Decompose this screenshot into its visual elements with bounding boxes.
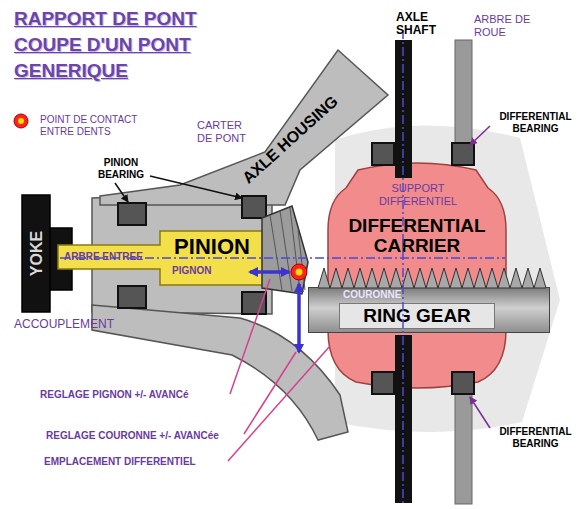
contact-point: [296, 269, 303, 276]
diagram-title: RAPPORT DE PONT COUPE D'UN PONT GENERIQU…: [14, 6, 242, 84]
part-label: AXLE SHAFT: [396, 11, 441, 37]
differential-bearing: [452, 143, 474, 165]
pinion-bearing: [118, 203, 146, 225]
adjustment-note: EMPLACEMENT DIFFERENTIEL: [44, 456, 196, 468]
part-label: YOKE: [27, 195, 46, 312]
pinion-bearing: [242, 196, 266, 218]
pinion-teeth: [262, 206, 308, 294]
ring-gear-teeth: [318, 268, 546, 288]
legend-sample: [18, 118, 24, 124]
leader-line: [230, 279, 270, 394]
part-label: DIFFERENTIAL BEARING: [488, 426, 583, 450]
leader-arrow: [470, 126, 490, 145]
part-label: RING GEAR: [339, 303, 495, 329]
adjustment-arrow: [250, 270, 289, 274]
leader-line: [244, 352, 296, 434]
leader-arrow: [470, 397, 490, 428]
part-label: CARTER DE PONT: [197, 119, 255, 145]
node-outline: [328, 160, 506, 388]
part-label: ARBRE ENTREE: [64, 251, 143, 263]
axle-shaft: [395, 335, 412, 503]
contact-point: [291, 264, 307, 280]
part-label: PINION: [160, 234, 264, 259]
adjustment-note: REGLAGE COURONNE +/- AVANCée: [46, 430, 219, 442]
adjustment-note: REGLAGE PIGNON +/- AVANCé: [40, 389, 188, 401]
adjustment-arrow: [297, 284, 301, 352]
pinion-axis: [60, 257, 505, 259]
differential-bearing: [372, 372, 394, 394]
part-label: ARBRE DE ROUE: [474, 13, 538, 39]
legend-label: POINT DE CONTACT ENTRE DENTS: [40, 114, 165, 138]
legend-sample: [14, 114, 28, 128]
axle-axis: [402, 30, 404, 505]
pinion-shaft: ARBRE ENTREE PINION PIGNON: [58, 231, 264, 285]
pinion-bearing: [118, 286, 146, 308]
node-shape: [100, 50, 388, 205]
differential-bearing: [372, 143, 394, 165]
node-shape: [58, 231, 264, 285]
part-label: PIGNON: [172, 265, 211, 277]
differential-bearing: [452, 372, 474, 394]
leader-line: [228, 346, 330, 461]
node-shape: [328, 163, 506, 388]
wheel-shaft: [455, 40, 472, 152]
part-label: ACCOUPLEMENT: [14, 317, 114, 331]
part-label: DIFFERENTIAL CARRIER: [328, 216, 506, 256]
ring-gear: COURONNE RING GEAR: [308, 287, 550, 333]
leader-arrow: [150, 176, 242, 198]
pinion-teeth: [270, 208, 305, 292]
part-label: SUPPORT DIFFERENTIEL: [368, 182, 468, 208]
axle-shaft: [395, 40, 412, 178]
part-label: COURONNE: [343, 289, 401, 301]
axle-housing: AXLE HOUSING: [98, 48, 390, 207]
wheel-shaft: [455, 392, 472, 504]
part-label: DIFFERENTIAL BEARING: [488, 111, 583, 135]
leader-arrow: [115, 183, 128, 202]
part-label: PINION BEARING: [90, 157, 152, 181]
pinion-bearing: [242, 292, 266, 314]
differential-carrier: SUPPORT DIFFERENTIEL DIFFERENTIAL CARRIER: [328, 160, 506, 388]
